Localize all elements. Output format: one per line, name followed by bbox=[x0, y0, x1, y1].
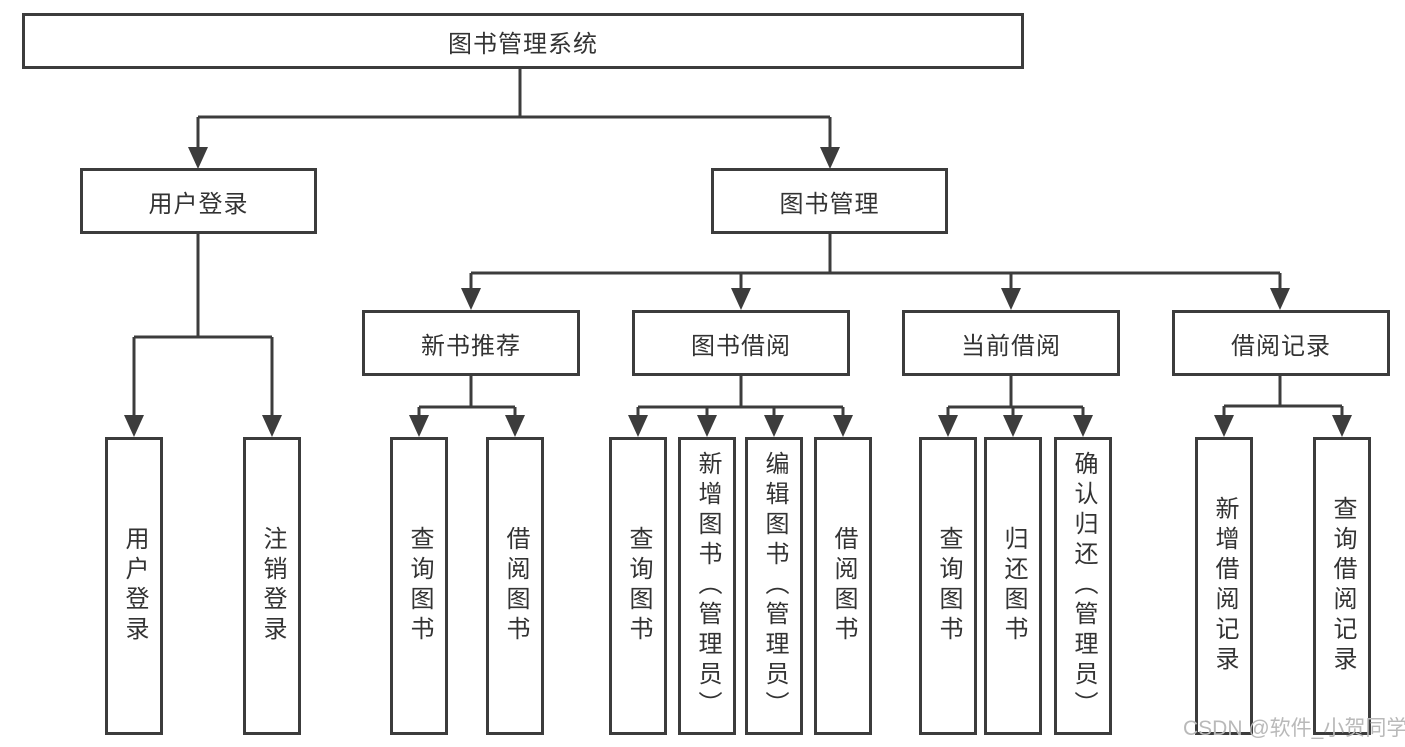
node-book-management: 图书管理 bbox=[711, 168, 948, 234]
node-book-borrow: 图书借阅 bbox=[632, 310, 850, 376]
arrow-icon bbox=[188, 147, 208, 169]
node-leaf-borrow-books: 借阅图书 bbox=[814, 437, 872, 735]
arrow-icon bbox=[697, 415, 717, 437]
node-leaf-user-login: 用户登录 bbox=[105, 437, 163, 735]
leaf-label: 用户登录 bbox=[121, 526, 148, 646]
leaf-label: 查询图书 bbox=[935, 526, 962, 646]
arrow-icon bbox=[731, 288, 751, 310]
arrow-icon bbox=[820, 147, 840, 169]
arrow-icon bbox=[1214, 415, 1234, 437]
connector-borrow-records bbox=[1222, 375, 1344, 418]
arrow-icon bbox=[764, 415, 784, 437]
arrow-icon bbox=[1073, 415, 1093, 437]
node-new-book-recommend: 新书推荐 bbox=[362, 310, 580, 376]
arrow-icon bbox=[628, 415, 648, 437]
arrow-icon bbox=[409, 415, 429, 437]
node-leaf-borrow-books-newbook: 借阅图书 bbox=[486, 437, 544, 735]
leaf-label: 归还图书 bbox=[1000, 526, 1027, 646]
connector-user-login bbox=[132, 233, 274, 418]
node-leaf-query-books-current: 查询图书 bbox=[919, 437, 977, 735]
node-leaf-edit-book-admin: 编辑图书（管理员） bbox=[745, 437, 803, 735]
arrow-icon bbox=[938, 415, 958, 437]
node-user-login: 用户登录 bbox=[80, 168, 317, 234]
arrow-icon bbox=[1001, 288, 1021, 310]
connector-book-management bbox=[469, 233, 1282, 291]
node-leaf-return-books: 归还图书 bbox=[984, 437, 1042, 735]
leaf-label: 新增借阅记录 bbox=[1211, 496, 1238, 676]
node-leaf-add-book-admin: 新增图书（管理员） bbox=[678, 437, 736, 735]
node-current-borrow: 当前借阅 bbox=[902, 310, 1120, 376]
arrow-icon bbox=[833, 415, 853, 437]
arrow-icon bbox=[262, 415, 282, 437]
connector-root bbox=[196, 69, 832, 150]
arrowheads bbox=[124, 147, 1352, 437]
node-leaf-query-books-newbook: 查询图书 bbox=[390, 437, 448, 735]
leaf-label: 借阅图书 bbox=[830, 526, 857, 646]
arrow-icon bbox=[1270, 288, 1290, 310]
leaf-label: 注销登录 bbox=[259, 526, 286, 646]
arrow-icon bbox=[1003, 415, 1023, 437]
node-leaf-confirm-return-admin: 确认归还（管理员） bbox=[1054, 437, 1112, 735]
leaf-label: 新增图书（管理员） bbox=[694, 451, 721, 721]
node-leaf-logout: 注销登录 bbox=[243, 437, 301, 735]
node-leaf-add-borrow-record: 新增借阅记录 bbox=[1195, 437, 1253, 735]
leaf-label: 查询借阅记录 bbox=[1329, 496, 1356, 676]
leaf-label: 确认归还（管理员） bbox=[1070, 451, 1097, 721]
arrow-icon bbox=[1332, 415, 1352, 437]
connector-new-book bbox=[417, 375, 517, 418]
node-borrow-records: 借阅记录 bbox=[1172, 310, 1390, 376]
leaf-label: 查询图书 bbox=[406, 526, 433, 646]
node-leaf-query-books-borrow: 查询图书 bbox=[609, 437, 667, 735]
node-leaf-query-borrow-record: 查询借阅记录 bbox=[1313, 437, 1371, 735]
connector-book-borrow bbox=[636, 375, 845, 418]
leaf-label: 查询图书 bbox=[625, 526, 652, 646]
leaf-label: 编辑图书（管理员） bbox=[761, 451, 788, 721]
connector-current-borrow bbox=[946, 375, 1085, 418]
leaf-label: 借阅图书 bbox=[502, 526, 529, 646]
node-root: 图书管理系统 bbox=[22, 13, 1024, 69]
arrow-icon bbox=[124, 415, 144, 437]
arrow-icon bbox=[461, 288, 481, 310]
watermark: CSDN @软件_小贺同学 bbox=[1183, 717, 1405, 740]
arrow-icon bbox=[505, 415, 525, 437]
